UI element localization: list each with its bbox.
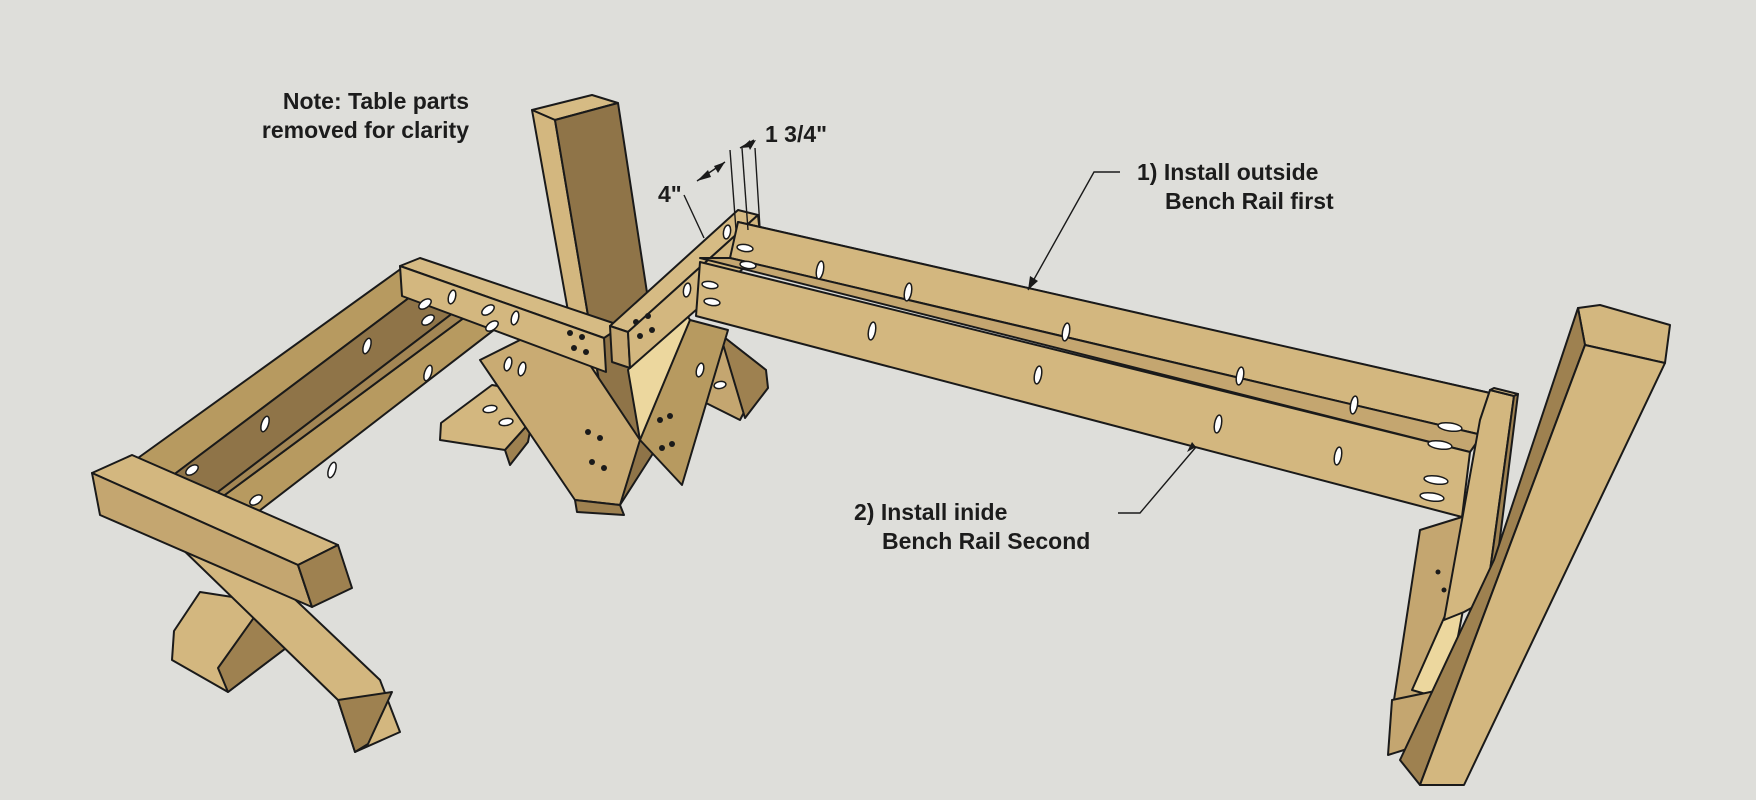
step-inside-line2: Bench Rail Second <box>882 528 1091 554</box>
screw-dots <box>567 313 1447 593</box>
clarity-note-line1: Note: Table parts <box>282 88 469 114</box>
right-end-assembly <box>1387 304 1671 786</box>
step-inside-line1: 2) Install inide <box>854 499 1008 525</box>
right-leg-front-face <box>1419 344 1666 786</box>
inside-rail-top <box>699 257 1483 453</box>
step-outside-line2: Bench Rail first <box>1165 188 1334 214</box>
left-leg-assembly <box>139 507 401 753</box>
step-outside-rail: 1) Install outside Bench Rail first <box>1137 158 1334 216</box>
clarity-note: Note: Table parts removed for clarity <box>225 87 469 145</box>
step-inside-rail: 2) Install inide Bench Rail Second <box>854 498 1090 556</box>
arrowheads <box>697 140 1196 452</box>
clarity-note-line2: removed for clarity <box>261 117 469 143</box>
dimension-label-1-3-4: 1 3/4" <box>765 121 828 147</box>
dimension-label-4: 4" <box>658 181 682 207</box>
leader-inside-rail <box>1118 446 1197 514</box>
left-seat-cleat <box>91 454 353 608</box>
leader-arrows <box>683 139 1197 514</box>
right-bench-rails <box>695 221 1491 518</box>
pocket-screw-slots <box>185 224 1463 506</box>
leader-outside-rail <box>1027 171 1120 291</box>
center-cross-block-right <box>609 209 763 369</box>
step-outside-line1: 1) Install outside <box>1137 159 1319 185</box>
